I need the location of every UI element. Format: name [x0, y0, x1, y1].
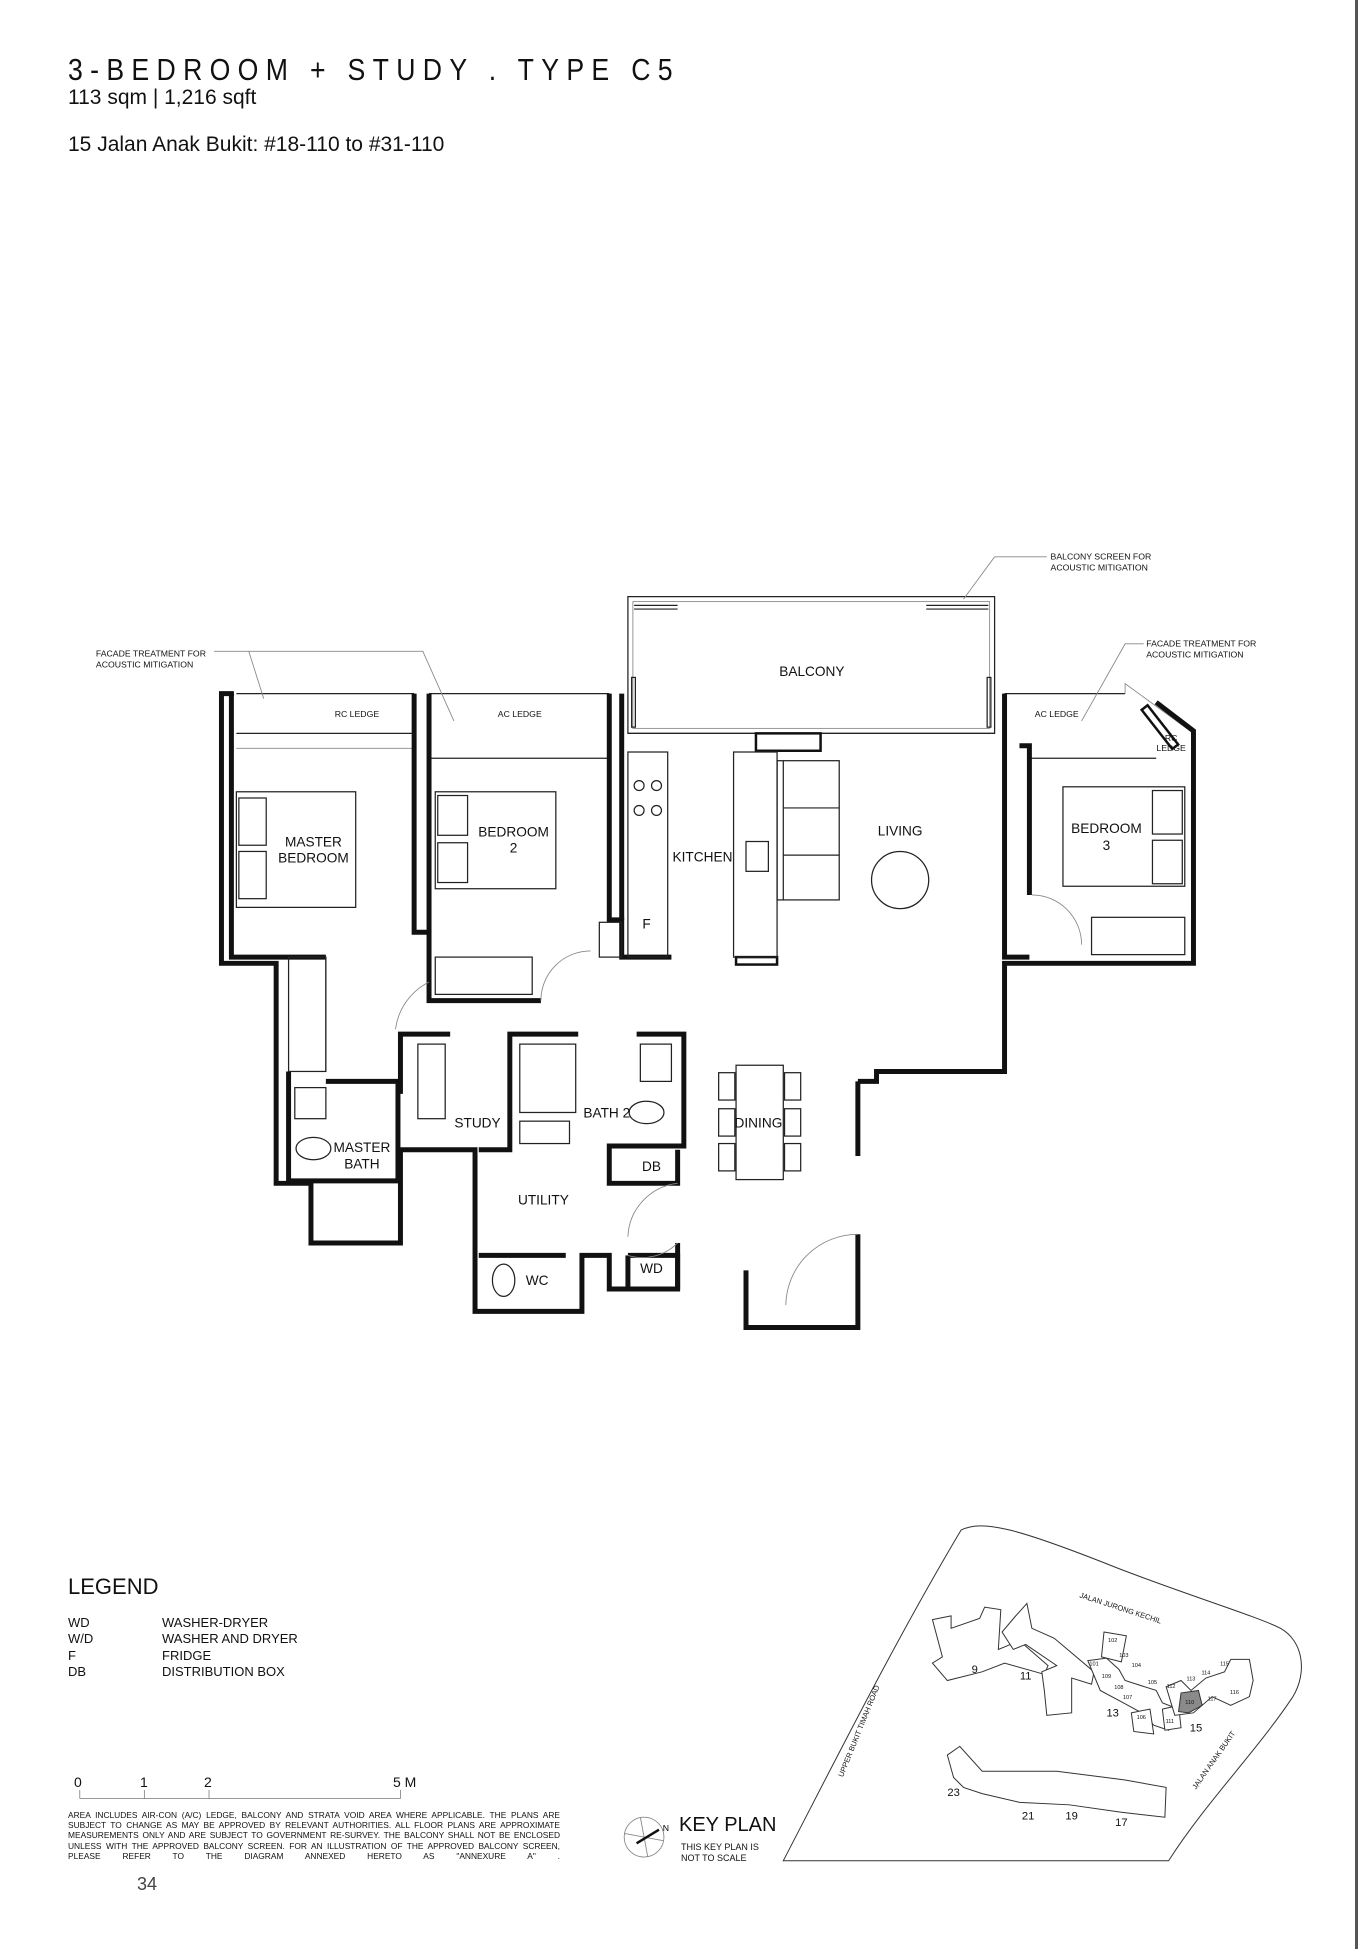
svg-text:115: 115: [1220, 1662, 1229, 1668]
annotation-facade-right-2: ACOUSTIC MITIGATION: [1146, 650, 1243, 660]
highlighted-unit: [1177, 1689, 1203, 1714]
block-11: 11: [1020, 1670, 1032, 1682]
svg-text:108: 108: [1114, 1685, 1123, 1691]
room-label-wc: WC: [526, 1273, 549, 1288]
block-15: 15: [1190, 1722, 1202, 1734]
annotation-balcony-screen-2: ACOUSTIC MITIGATION: [1051, 563, 1148, 573]
room-label-ac-ledge: AC LEDGE: [498, 709, 542, 719]
unit-area: 113 sqm | 1,216 sqft: [68, 86, 257, 109]
annotation-facade-left-2: ACOUSTIC MITIGATION: [96, 659, 193, 669]
svg-text:102: 102: [1108, 1638, 1117, 1644]
room-label-dining: DINING: [735, 1115, 783, 1130]
annotation-facade-right: FACADE TREATMENT FOR: [1146, 638, 1256, 648]
svg-text:107: 107: [1123, 1695, 1132, 1701]
svg-text:110: 110: [1185, 1700, 1194, 1706]
svg-text:106: 106: [1137, 1715, 1146, 1721]
svg-text:114: 114: [1201, 1670, 1210, 1676]
svg-text:112: 112: [1167, 1684, 1176, 1690]
block-19: 19: [1065, 1811, 1077, 1823]
svg-text:111: 111: [1166, 1719, 1174, 1725]
balcony-area: [627, 596, 996, 734]
room-label-utility: UTILITY: [518, 1192, 569, 1207]
room-label-study: STUDY: [454, 1115, 500, 1130]
scale-label: 0: [74, 1774, 82, 1790]
key-plan-title: KEY PLAN: [679, 1814, 777, 1836]
legend-title: LEGEND: [68, 1574, 159, 1599]
room-label-db: DB: [642, 1159, 661, 1174]
annotation-facade-left: FACADE TREATMENT FOR: [96, 648, 206, 658]
room-label-master-bedroom-2: BEDROOM: [278, 851, 349, 866]
room-label-rc-ledge: RC LEDGE: [335, 709, 380, 719]
block-21: 21: [1022, 1811, 1034, 1823]
block-23: 23: [947, 1787, 959, 1799]
scale-label: 5 M: [393, 1774, 417, 1790]
scale-label: 1: [140, 1774, 148, 1790]
room-label-bedroom-3-number: 3: [1103, 838, 1111, 853]
block-9: 9: [972, 1664, 978, 1676]
room-label-master-bath-2: BATH: [344, 1156, 379, 1171]
room-label-bedroom-2-number: 2: [510, 841, 518, 856]
svg-text:116: 116: [1230, 1690, 1239, 1696]
disclaimer: AREA INCLUDES AIR-CON (A/C) LEDGE, BALCO…: [68, 1810, 560, 1861]
room-label-fridge: F: [642, 917, 650, 932]
room-label-living: LIVING: [878, 823, 923, 838]
svg-text:103: 103: [1119, 1653, 1128, 1659]
room-label-rc-ledge-right-2: LEDGE: [1156, 743, 1186, 753]
room-label-master-bedroom: MASTER: [285, 834, 342, 849]
room-label-bath-2: BATH 2: [583, 1105, 630, 1120]
svg-text:104: 104: [1132, 1663, 1141, 1669]
scale-label: 2: [204, 1774, 212, 1790]
block-17: 17: [1115, 1817, 1127, 1829]
room-label-master-bath: MASTER: [333, 1140, 390, 1155]
block-13: 13: [1106, 1708, 1118, 1720]
annotation-balcony-screen: BALCONY SCREEN FOR: [1051, 551, 1152, 561]
page-title: 3-BEDROOM + STUDY . TYPE C5: [68, 52, 680, 87]
page-border: [1355, 0, 1358, 1949]
room-label-balcony: BALCONY: [779, 664, 844, 679]
north-compass-icon: N: [623, 1816, 669, 1858]
svg-text:101: 101: [1089, 1662, 1098, 1668]
room-label-kitchen: KITCHEN: [673, 849, 733, 864]
page-number: 34: [137, 1874, 158, 1894]
scale-bar: [79, 1789, 401, 1800]
svg-text:N: N: [663, 1823, 669, 1833]
svg-text:113: 113: [1187, 1677, 1196, 1683]
room-label-bedroom-3: BEDROOM: [1071, 821, 1142, 836]
svg-text:105: 105: [1148, 1680, 1157, 1686]
svg-text:117: 117: [1208, 1696, 1217, 1702]
key-plan: 9 11 13 15 23 21 19 17 101 102 103 104 1…: [782, 1525, 1302, 1862]
unit-address: 15 Jalan Anak Bukit: #18-110 to #31-110: [68, 133, 445, 156]
room-label-rc-ledge-right: RC: [1165, 733, 1178, 743]
room-label-bedroom-2: BEDROOM: [478, 825, 549, 840]
svg-text:109: 109: [1102, 1674, 1111, 1680]
room-label-ac-ledge-right: AC LEDGE: [1035, 709, 1079, 719]
room-label-wd: WD: [640, 1261, 663, 1276]
